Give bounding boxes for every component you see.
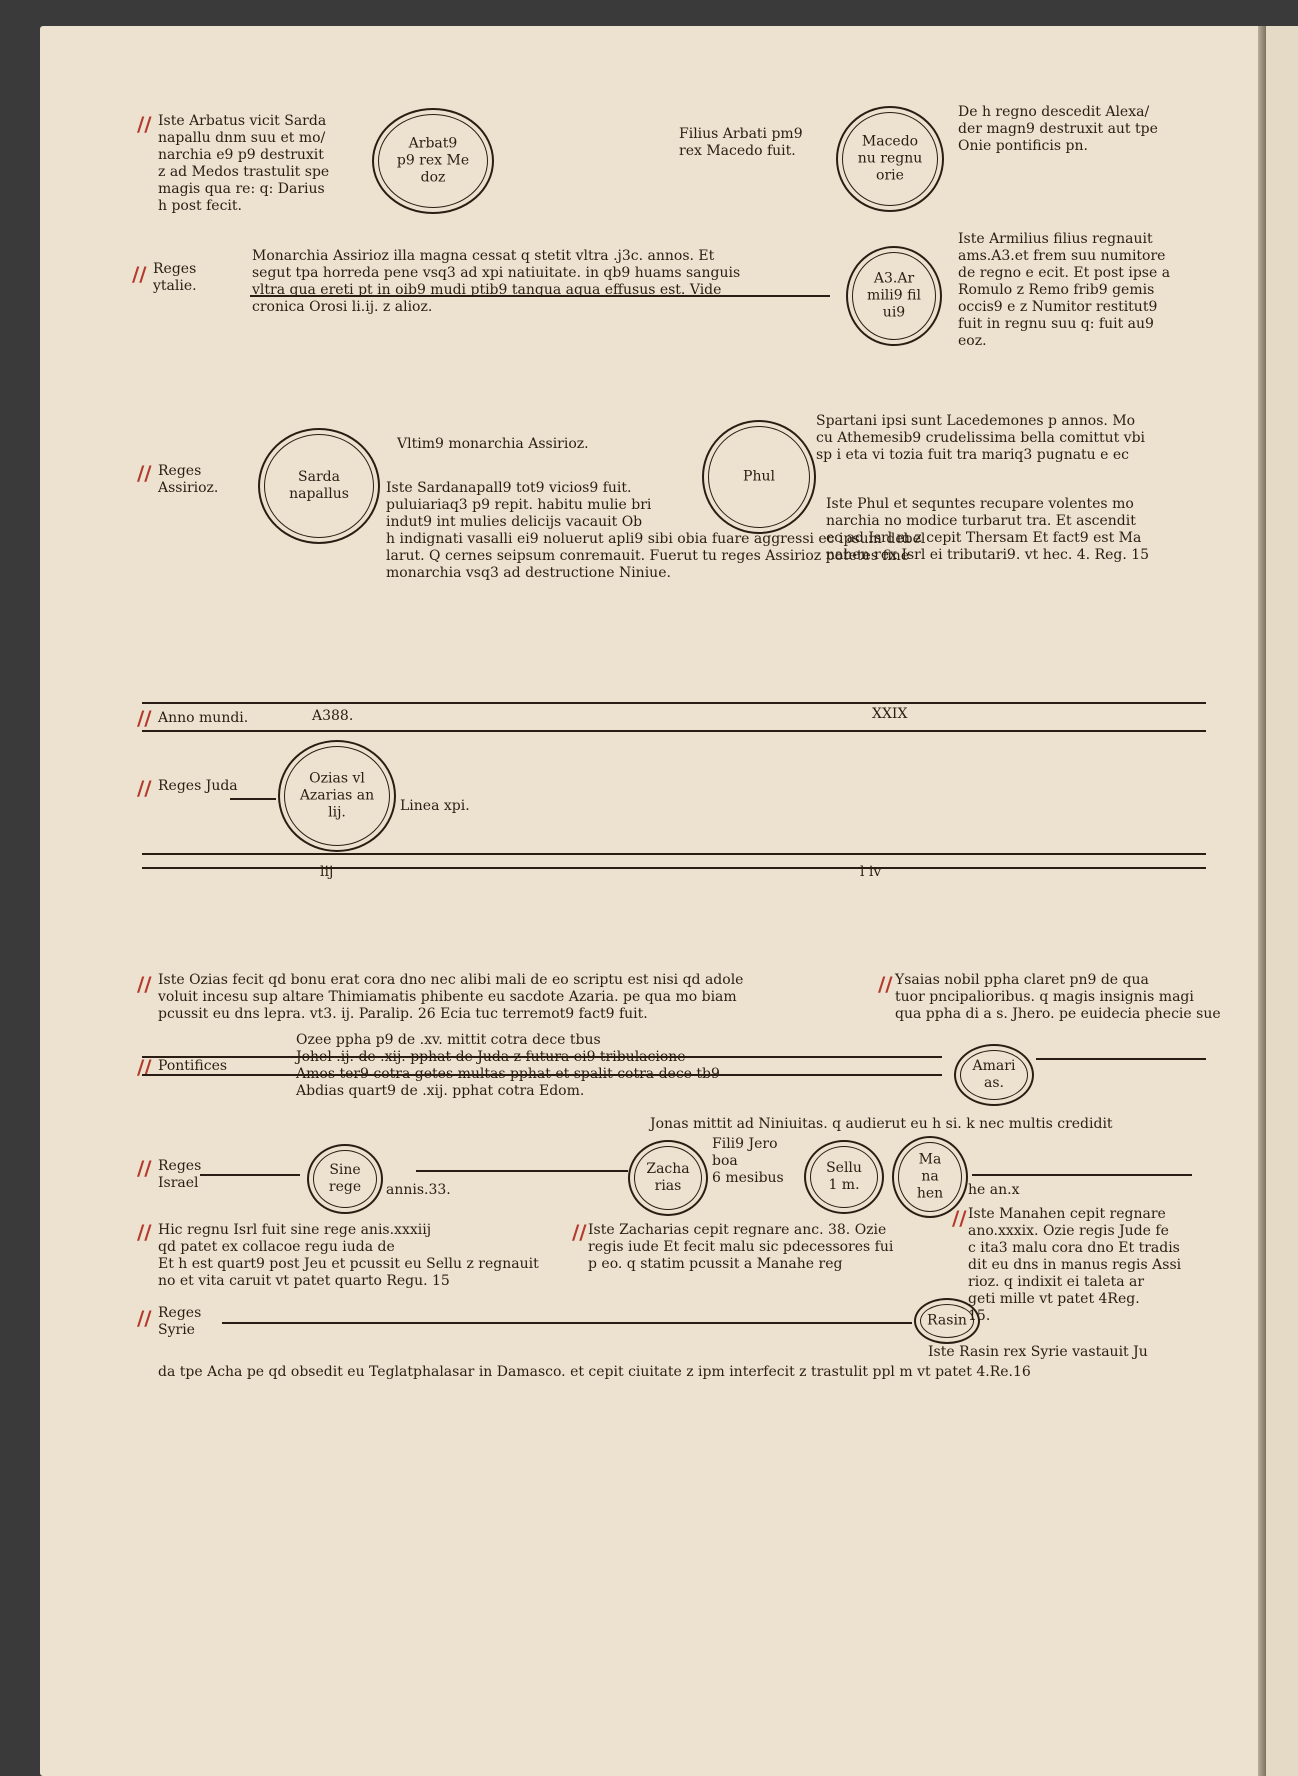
macedonum-text: De h regno descedit Alexa/ der magn9 des… — [958, 104, 1158, 154]
rule-line — [142, 1056, 942, 1058]
rubric-mark: // — [137, 112, 152, 136]
amarias-circle-label: Amari as. — [972, 1058, 1016, 1091]
ozias-text: Iste Ozias fecit qd bonu erat cora dno n… — [158, 972, 744, 1022]
rubric-mark: // — [137, 1055, 152, 1079]
rule-line — [972, 1174, 1192, 1176]
rubric-mark: // — [137, 1306, 152, 1330]
zacharias-text: Iste Zacharias cepit regnare anc. 38. Oz… — [588, 1222, 894, 1272]
rasin-circle-label: Rasin — [927, 1312, 967, 1329]
bottom-right-value: l iv — [860, 864, 882, 880]
monarchia-text: Monarchia Assirioz illa magna cessat q s… — [252, 248, 741, 315]
amarias-circle: Amari as. — [954, 1044, 1034, 1106]
phul-circle: Phul — [702, 420, 816, 534]
ozias-circle: Ozias vl Azarias an lij. — [278, 740, 396, 852]
rasin-text: Iste Rasin rex Syrie vastauit Ju — [928, 1344, 1148, 1360]
timeline-rule — [142, 867, 1206, 869]
rule-line — [230, 798, 276, 800]
rule-line — [250, 295, 830, 297]
phul-text: Iste Phul et sequntes recupare volentes … — [826, 496, 1150, 563]
phul-circle-label: Phul — [743, 468, 775, 485]
timeline-rule — [142, 702, 1206, 704]
rubric-mark: // — [137, 706, 152, 730]
rule-line — [1036, 1058, 1206, 1060]
rubric-mark: // — [137, 776, 152, 800]
arbatus-circle-label: Arbat9 p9 rex Me doz — [396, 135, 470, 186]
reges-ytalie-label: Reges ytalie. — [153, 261, 197, 294]
sine-rege-circle: Sine rege — [307, 1144, 383, 1214]
sellum-circle: Sellu 1 m. — [804, 1140, 884, 1214]
spartani-text: Spartani ipsi sunt Lacedemones p annos. … — [816, 413, 1146, 463]
timeline-rule — [142, 730, 1206, 732]
prophets-text: Ozee ppha p9 de .xv. mittit cotra dece t… — [296, 1032, 720, 1099]
ozias-circle-label: Ozias vl Azarias an lij. — [299, 770, 375, 821]
jonas-text: Jonas mittit ad Niniuitas. q audierut eu… — [650, 1116, 1113, 1132]
manahen-text: Iste Manahen cepit regnare ano.xxxix. Oz… — [968, 1206, 1182, 1324]
rule-line — [142, 1074, 942, 1076]
rubric-mark: // — [137, 1156, 152, 1180]
filius-jero-text: Fili9 Jero boa 6 mesibus — [712, 1136, 784, 1186]
macedonum-circle-label: Macedo nu regnu orie — [857, 133, 923, 184]
rubric-mark: // — [137, 972, 152, 996]
rubric-mark: // — [137, 1220, 152, 1244]
manuscript-page — [40, 26, 1262, 1776]
pontifices-label: Pontifices — [158, 1058, 228, 1074]
manahen-circle-label: Ma na hen — [916, 1151, 944, 1202]
rubric-mark: // — [572, 1220, 587, 1244]
zacharias-circle-label: Zacha rias — [646, 1161, 690, 1194]
armilius-text: Iste Armilius filius regnauit ams.A3.et … — [958, 231, 1171, 349]
sardanapallus-circle: Sarda napallus — [258, 428, 380, 544]
armilius-circle: A3.Ar mili9 fil ui9 — [846, 246, 942, 346]
arbatus-text: Iste Arbatus vicit Sarda napallu dnm suu… — [158, 113, 330, 214]
year-value: A388. — [312, 708, 354, 724]
reges-assiriorum-label: Reges Assirioz. — [158, 463, 219, 496]
year-value-right: XXIX — [872, 706, 908, 722]
next-page-edge — [1266, 26, 1298, 1776]
manahen-circle: Ma na hen — [892, 1136, 968, 1218]
anno-mundi-label: Anno mundi. — [158, 710, 249, 726]
reges-juda-label: Reges Juda — [158, 778, 238, 794]
sardanapallus-circle-label: Sarda napallus — [289, 469, 349, 502]
timeline-rule — [142, 853, 1206, 855]
sellum-circle-label: Sellu 1 m. — [826, 1160, 862, 1193]
manahen-years: he an.x — [968, 1182, 1020, 1198]
ultimus-title: Vltim9 monarchia Assirioz. — [397, 436, 589, 452]
rule-line — [200, 1174, 300, 1176]
rule-line — [416, 1170, 628, 1172]
rule-line — [222, 1322, 912, 1324]
reges-israel-label: Reges Israel — [158, 1158, 202, 1191]
rasin-circle: Rasin — [914, 1298, 980, 1344]
macedonum-circle: Macedo nu regnu orie — [836, 106, 944, 212]
reges-syrie-label: Reges Syrie — [158, 1305, 202, 1338]
linea-christi-label: Linea xpi. — [400, 798, 470, 814]
rubric-mark: // — [137, 461, 152, 485]
rubric-mark: // — [132, 262, 147, 286]
hic-regnum-text: Hic regnu Isrl fuit sine rege anis.xxxii… — [158, 1222, 539, 1289]
zacharias-circle: Zacha rias — [628, 1140, 708, 1216]
sine-rege-circle-label: Sine rege — [328, 1162, 362, 1195]
bottom-left-value: lij — [320, 864, 334, 880]
sardanapallus-text: Iste Sardanapall9 tot9 vicios9 fuit. pul… — [386, 480, 926, 581]
rubric-mark: // — [878, 972, 893, 996]
book-gutter — [1258, 26, 1268, 1776]
rubric-mark: // — [952, 1206, 967, 1230]
last-line: da tpe Acha pe qd obsedit eu Teglatphala… — [158, 1364, 1031, 1380]
annis-text: annis.33. — [386, 1182, 451, 1198]
filius-arbati-text: Filius Arbati pm9 rex Macedo fuit. — [679, 126, 803, 159]
isaias-text: Ysaias nobil ppha claret pn9 de qua tuor… — [895, 972, 1221, 1022]
armilius-circle-label: A3.Ar mili9 fil ui9 — [867, 270, 921, 321]
arbatus-circle: Arbat9 p9 rex Me doz — [372, 108, 494, 214]
